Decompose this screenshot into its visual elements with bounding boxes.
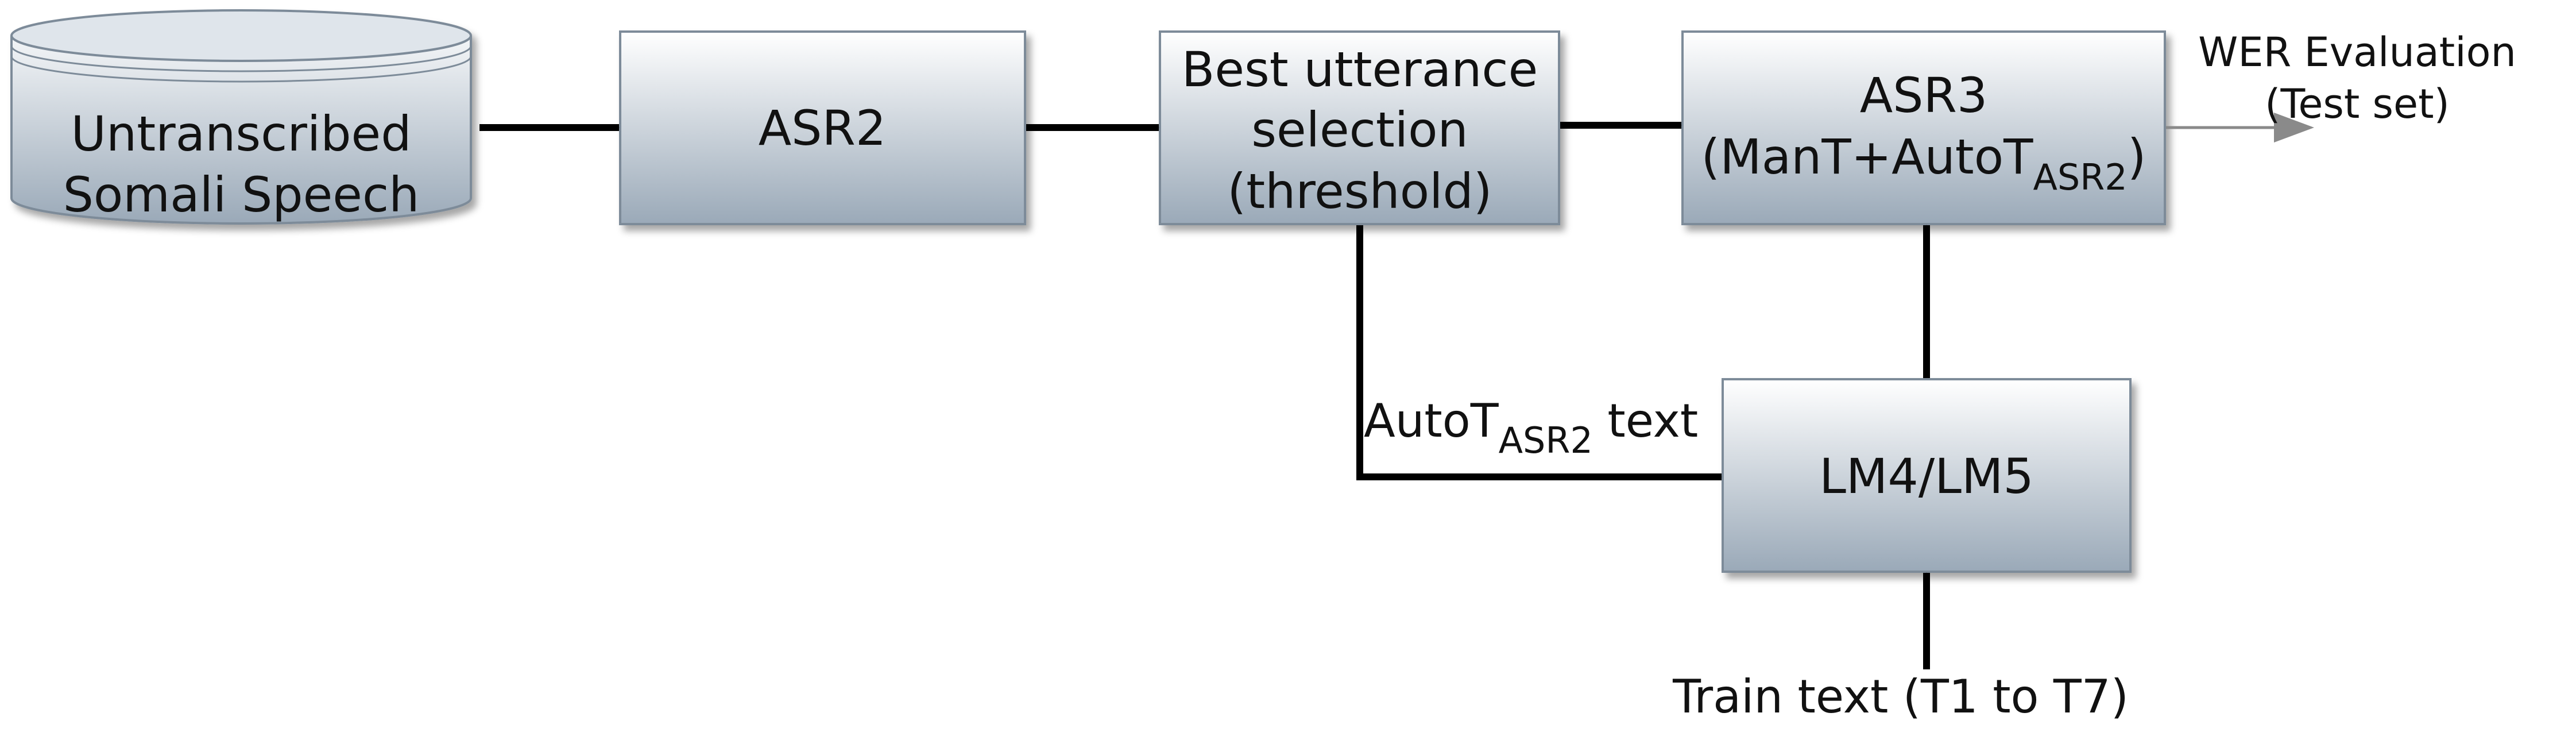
asr2-box: [619, 30, 1026, 225]
selection-label-line1: Best utterance: [1182, 41, 1538, 98]
selection-box: [1159, 30, 1560, 225]
database-icon: [10, 36, 472, 225]
autot-label-pre: AutoT: [1364, 394, 1499, 448]
asr3-label-line2: (ManT+AutoTASR2): [1701, 129, 2146, 198]
speech-label-line2: Somali Speech: [63, 167, 420, 223]
speech-label-line1: Untranscribed: [71, 106, 411, 162]
lm-label: LM4/LM5: [1819, 448, 2034, 504]
asr3-label-post: ): [2128, 129, 2146, 185]
asr3-label-line1: ASR3: [1860, 67, 1988, 124]
selection-label-line3: (threshold): [1227, 163, 1492, 219]
wer-label-line1: WER Evaluation: [2198, 29, 2516, 76]
arrow-selection-to-lm: [1356, 225, 1722, 480]
lm-box: [1722, 378, 2132, 573]
autot-text-label: AutoTASR2 text: [1364, 394, 1698, 461]
wer-label-line2: (Test set): [2265, 80, 2450, 128]
wer-arrowhead: [2274, 113, 2314, 142]
asr3-label-sub: ASR2: [2033, 156, 2127, 198]
autot-label-post: text: [1593, 394, 1698, 448]
asr3-box: [1681, 30, 2166, 225]
asr2-label: ASR2: [759, 100, 887, 156]
train-text-label: Train text (T1 to T7): [1672, 670, 2129, 723]
selection-label-line2: selection: [1251, 102, 1468, 158]
asr3-label-pre: (ManT+AutoT: [1701, 129, 2033, 185]
speech-database: [10, 9, 472, 225]
autot-label-sub: ASR2: [1499, 419, 1593, 461]
